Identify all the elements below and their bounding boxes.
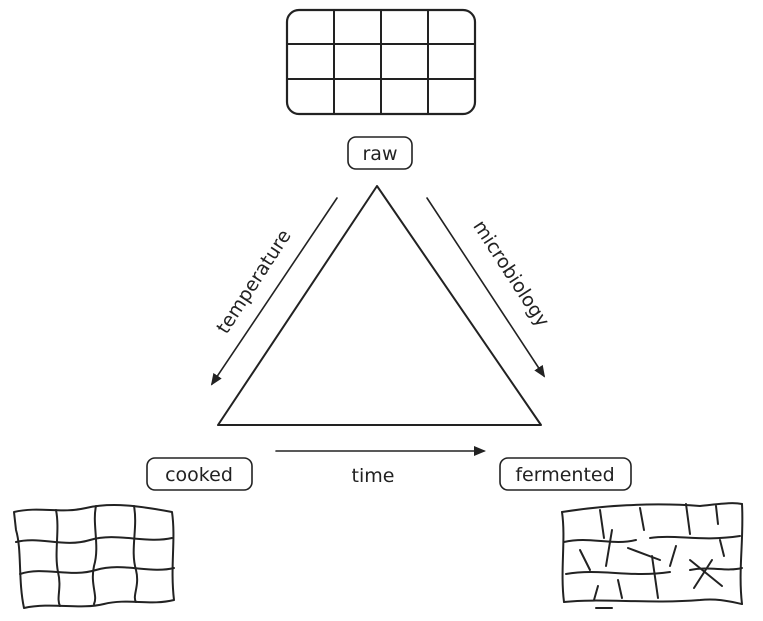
- svg-text:fermented: fermented: [515, 464, 614, 486]
- time-label: time: [352, 465, 395, 487]
- temperature-arrow: [210, 197, 338, 386]
- svg-text:raw: raw: [363, 143, 398, 165]
- culinary-triangle: [217, 185, 542, 426]
- microbiology-label: microbiology: [468, 216, 553, 331]
- fermented-tissue-grid: [561, 502, 744, 609]
- microbiology-arrow: [426, 197, 546, 378]
- cooked-label: cooked: [146, 457, 253, 491]
- fermented-label: fermented: [499, 457, 632, 491]
- svg-text:cooked: cooked: [165, 464, 233, 486]
- raw-tissue-grid: [285, 8, 477, 116]
- raw-label: raw: [347, 136, 413, 170]
- cooked-tissue-grid: [13, 504, 175, 609]
